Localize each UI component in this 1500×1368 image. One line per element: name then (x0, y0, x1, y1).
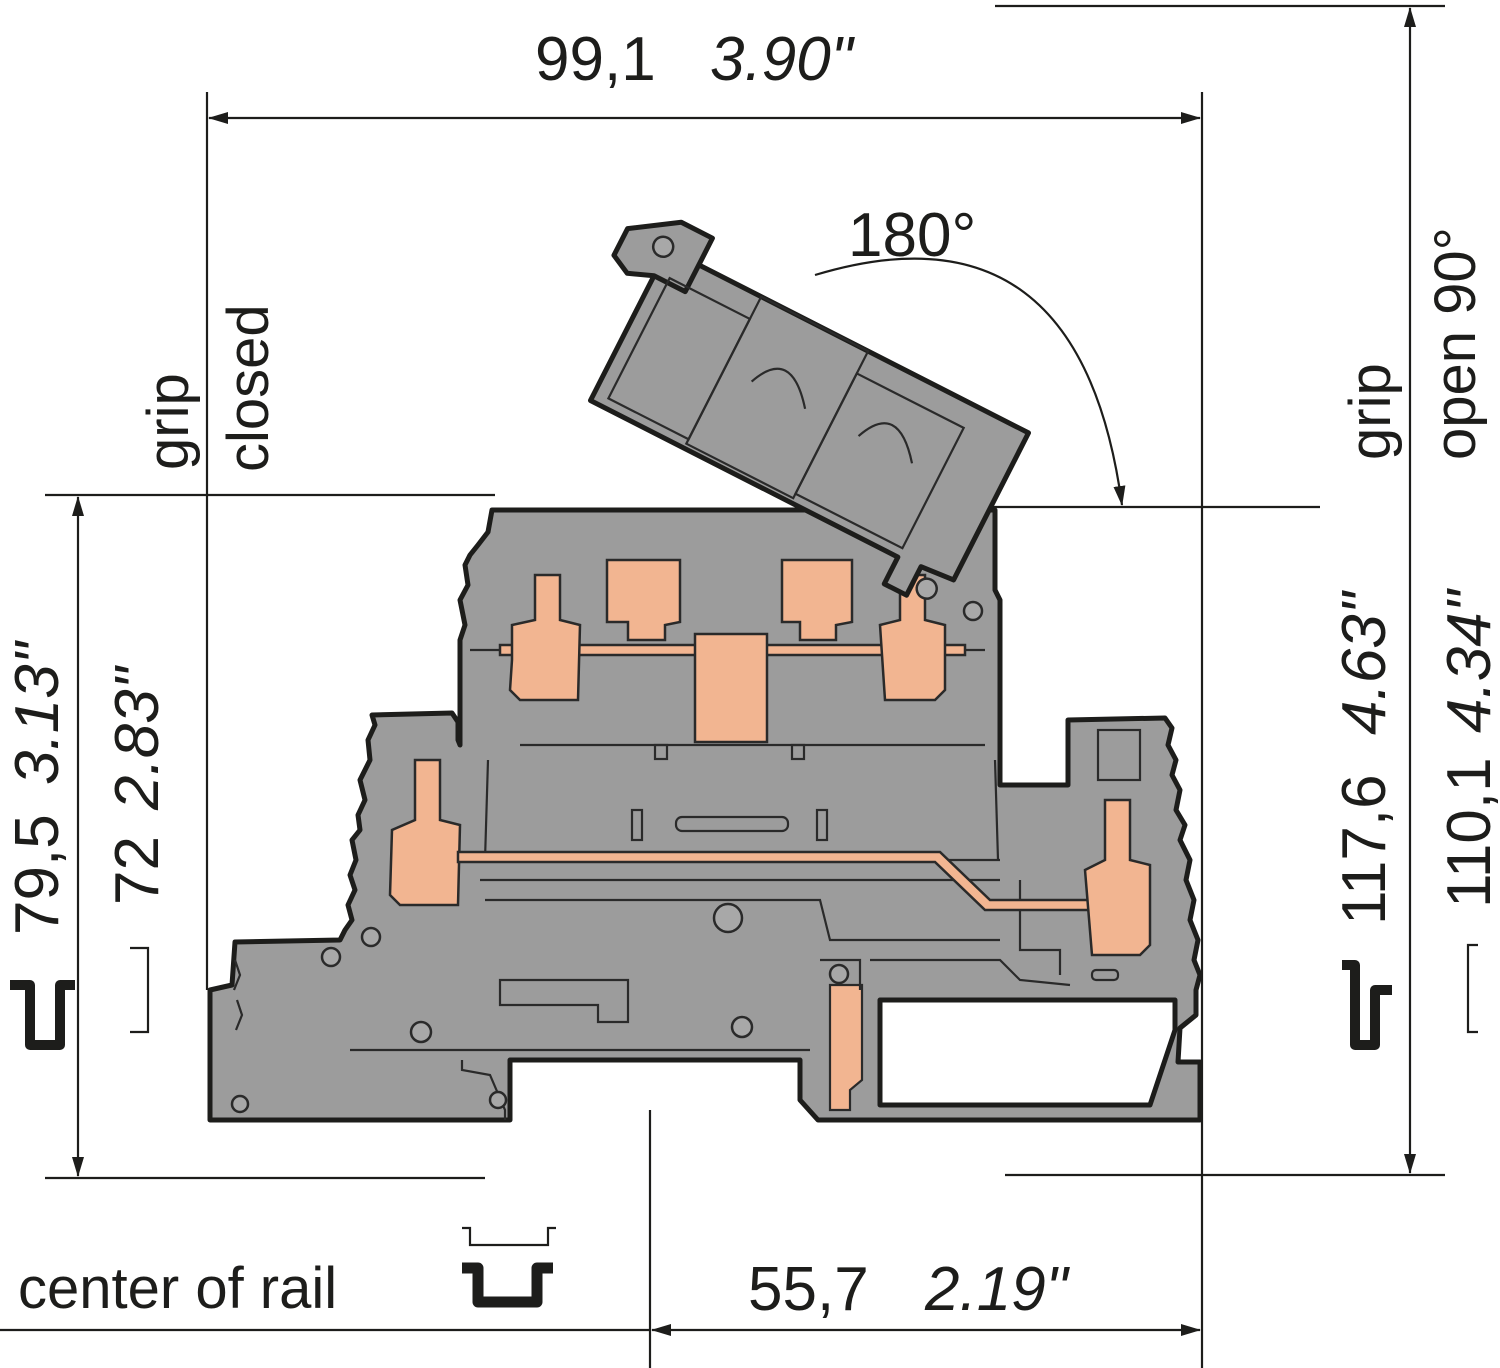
height-left-outer-inch: 3.13" (3, 639, 72, 785)
clamp-upper-left (508, 573, 582, 702)
height-right-inner-inch: 4.63" (1330, 589, 1399, 735)
hole (828, 963, 850, 985)
rail-profile-large (462, 1262, 553, 1308)
hole (230, 1094, 250, 1114)
grip-right-label: grip (1338, 363, 1403, 460)
hole (488, 1090, 508, 1110)
fuse-holder-open (587, 219, 1032, 600)
dimension-arrows (72, 7, 1416, 1336)
clamp-lower-right (1083, 798, 1152, 957)
hole (320, 946, 342, 968)
rotation-arc (814, 257, 1126, 506)
hole (730, 1015, 754, 1039)
din-rail-symbols (10, 943, 1478, 1308)
rail-to-right-inch: 2.19" (924, 1255, 1071, 1324)
rail-profile-small (462, 1226, 556, 1247)
closed-label: closed (216, 304, 281, 472)
rail-to-right-mm: 55,7 (748, 1255, 869, 1324)
height-right-outer-mm: 110,1 (1435, 757, 1500, 908)
fuse-contact-center (693, 632, 769, 744)
grip-left-label: grip (136, 373, 201, 470)
angle-label: 180° (848, 201, 976, 270)
fuse-clip-right (780, 558, 854, 642)
height-right-outer-inch: 4.34" (1435, 587, 1500, 733)
fuse-clip-left (605, 558, 682, 642)
fuse-holder (587, 246, 1032, 598)
rail-foot-cutout (877, 997, 1178, 1108)
hole (712, 902, 744, 934)
hole (360, 926, 382, 948)
housing (207, 507, 1203, 1123)
label-slot (674, 815, 790, 833)
width-total-inch: 3.90" (710, 25, 856, 94)
clamp-lower-left (388, 758, 462, 907)
height-right-inner-mm: 117,6 (1330, 774, 1399, 925)
hole (962, 600, 984, 622)
open-label: open 90° (1423, 227, 1488, 460)
hole (409, 1020, 433, 1044)
extension-lines (0, 4, 1445, 1368)
height-left-inner-mm: 72 (103, 836, 172, 905)
marker-slot (498, 978, 630, 1024)
terminal-block (207, 507, 1203, 1123)
rail-slot-left (460, 1060, 507, 1120)
copper-conductors (388, 558, 1152, 957)
width-total-mm: 99,1 (535, 25, 656, 94)
center-of-rail-label: center of rail (18, 1256, 337, 1321)
height-left-inner-inch: 2.83" (103, 664, 172, 811)
height-left-outer-mm: 79,5 (3, 814, 72, 935)
